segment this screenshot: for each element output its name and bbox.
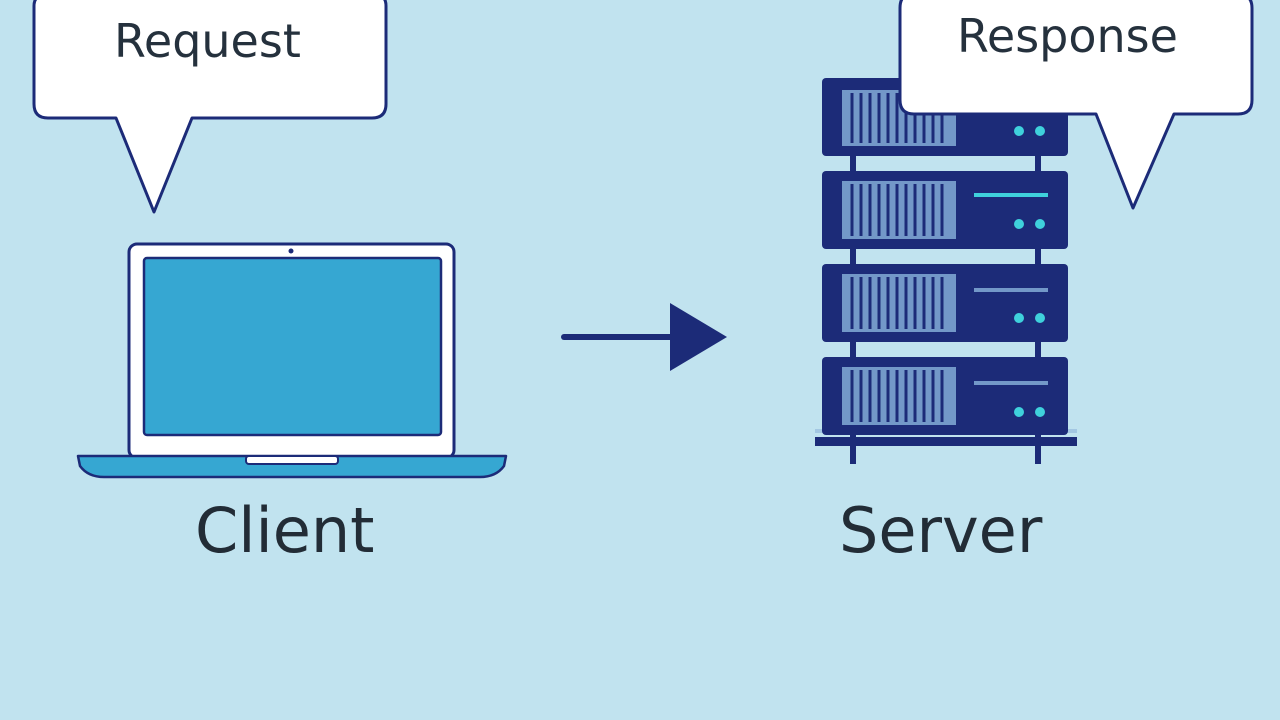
server-unit-4 [822, 357, 1068, 435]
request-bubble [32, 0, 388, 214]
response-bubble [898, 0, 1254, 210]
client-label: Client [195, 494, 375, 567]
request-label: Request [114, 14, 301, 68]
server-unit-2 [822, 171, 1068, 249]
server-label: Server [839, 494, 1043, 567]
laptop-icon [76, 242, 508, 479]
response-label: Response [957, 9, 1178, 63]
server-rack-icon [815, 78, 1077, 464]
server-unit-3 [822, 264, 1068, 342]
arrow-right-icon [561, 303, 727, 371]
